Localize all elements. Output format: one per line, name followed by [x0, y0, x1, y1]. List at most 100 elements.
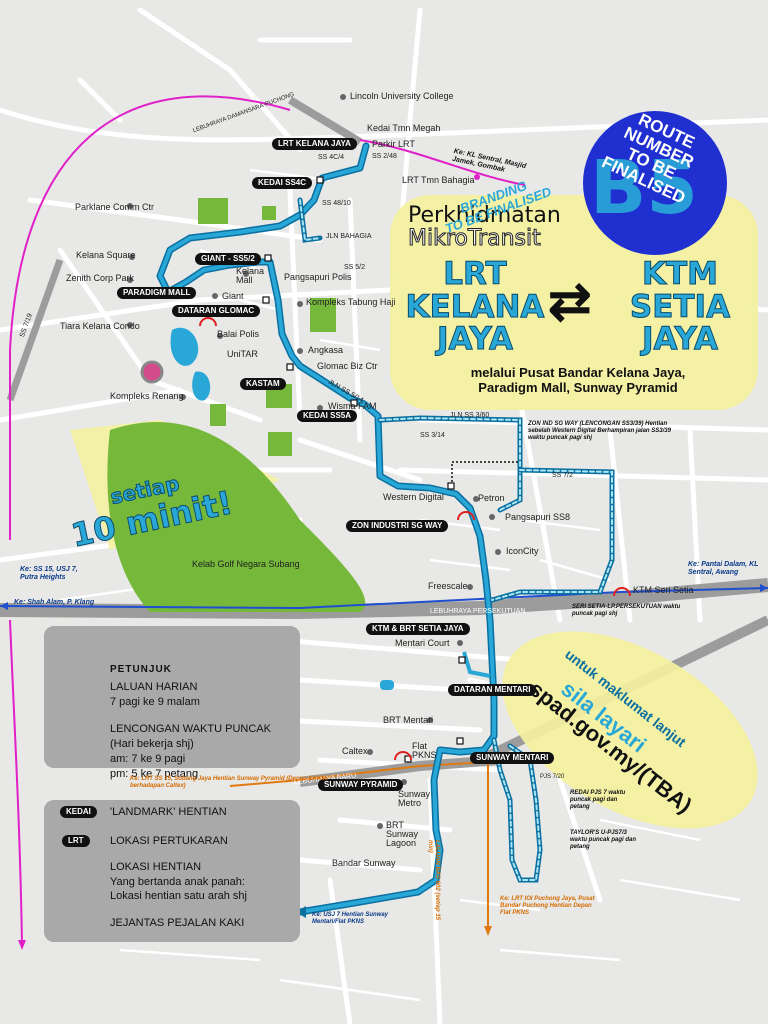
stop-sunway-pyramid[interactable]: SUNWAY PYRAMID	[318, 779, 404, 791]
stop-dataran-glomac[interactable]: DATARAN GLOMAC	[172, 305, 261, 317]
place-unitar: UniTAR	[227, 349, 258, 359]
stop-square-icon	[264, 254, 272, 262]
legend-transfer-label: LOKASI PERTUKARAN	[110, 835, 228, 847]
via-line-2: Paradigm Mall, Sunway Pyramid	[478, 379, 678, 395]
stop-kedai-ss5a[interactable]: KEDAI SS5A	[297, 410, 358, 422]
legend-title: PETUNJUK	[110, 664, 172, 675]
legend-oneway-2: Lokasi hentian satu arah shj	[110, 890, 247, 902]
place-parkir-lrt: Parkir LRT	[372, 139, 415, 149]
stop-dataran-mentari[interactable]: DATARAN MENTARI	[448, 684, 537, 696]
place-pangsapuri-polis: Pangsapuri Polis	[284, 272, 352, 282]
park-1	[198, 198, 228, 224]
legend-stop-label: LOKASI HENTIAN	[110, 861, 202, 873]
legend-peak-label: LENCONGAN WAKTU PUNCAK	[110, 723, 271, 735]
place-tiara: Tiara Kelana Condo	[60, 321, 140, 331]
highway-ss7	[6, 258, 64, 402]
place-flat-pkns: Flat PKNS	[412, 741, 437, 760]
road-persekutuan: LEBUHRAYA PERSEKUTUAN	[430, 608, 526, 615]
stop-zon-industri[interactable]: ZON INDUSTRI SG WAY	[346, 520, 449, 532]
note-redai: REDAI PJS 7 waktu puncak pagi dan petang	[570, 790, 626, 810]
park-5	[268, 432, 292, 456]
bus-line	[229, 760, 489, 930]
legend-transfer-tag: LRT	[62, 835, 90, 847]
stop-markers	[262, 176, 466, 763]
peak-detour-routes	[297, 197, 615, 883]
pedestrian-bridge-icon	[394, 751, 412, 761]
legend-daily-label: LALUAN HARIAN	[110, 681, 198, 693]
legend-routes	[44, 626, 300, 768]
destination-label: KTM SETIA JAYA	[615, 257, 745, 358]
stop-sunway-mentari[interactable]: SUNWAY MENTARI	[470, 752, 555, 764]
destination-line-2: SETIA	[629, 288, 731, 325]
road-jln-ss3-60: JLN SS 3/60	[450, 412, 490, 419]
park-3	[310, 298, 336, 332]
pond	[380, 680, 394, 690]
legend-peak-days: (Hari bekerja shj)	[110, 738, 194, 750]
bus-arrow-icon	[484, 926, 492, 936]
park-6	[210, 404, 226, 426]
legend-peak-pm: pm: 5 ke 7 petang	[110, 768, 199, 780]
ktm-arrow-left-icon	[0, 602, 8, 610]
note-taylor: TAYLOR'S U-PJS7/3 waktu puncak pagi dan …	[570, 830, 637, 850]
ktm-line	[0, 587, 768, 610]
legend-oneway-1: Yang bertanda anak panah:	[110, 876, 245, 888]
place-sunway-metro: Sunway Metro	[398, 789, 431, 808]
place-pangsapuri-ss8: Pangsapuri SS8	[505, 512, 571, 522]
highway-damansara	[287, 96, 363, 146]
place-iconcity: IconCity	[506, 546, 539, 556]
lake-1	[170, 327, 199, 366]
stop-kedai-ss4c[interactable]: KEDAI SS4C	[252, 177, 313, 189]
destination-line-3: JAYA	[641, 321, 719, 358]
legend-landmark-label: 'LANDMARK' HENTIAN	[110, 806, 227, 818]
note-lrt-ss15: Ke: LRT SS 15, Subang Jaya Hentian Sunwa…	[130, 776, 328, 789]
place-petron: Petron	[478, 493, 505, 503]
lrt-line	[359, 139, 526, 186]
place-giant: Giant	[222, 291, 244, 301]
origin-line-3: JAYA	[436, 321, 514, 358]
transfer-dot-icon	[474, 174, 480, 180]
legend-daily-hours: 7 pagi ke 9 malam	[110, 696, 200, 708]
place-glomac-biz: Glomac Biz Ctr	[317, 361, 378, 371]
dotted-connector	[451, 461, 520, 486]
road-ss4c4: SS 4C/4	[318, 154, 345, 161]
place-zenith: Zenith Corp Park	[66, 273, 135, 283]
pedestrian-bridge-icon	[613, 587, 631, 597]
via-text: melalui Pusat Bandar Kelana Jaya, Paradi…	[438, 365, 718, 396]
place-western-digital: Western Digital	[383, 492, 444, 502]
lrt-line-south	[9, 619, 23, 946]
service-title: Perkhidmatan	[408, 203, 561, 228]
place-angkasa: Angkasa	[308, 345, 344, 355]
road-ss5-2: SS 5/2	[344, 264, 366, 271]
note-usj7: Ke: USJ 7 Hentian Sunway Mentari/Flat PK…	[312, 912, 389, 925]
stop-kastam[interactable]: KASTAM	[240, 378, 286, 390]
place-lrt-tmn-bahagia: LRT Tmn Bahagia	[402, 175, 475, 185]
stop-ktm-brt-setia[interactable]: KTM & BRT SETIA JAYA	[366, 623, 470, 635]
note-shah-alam: Ke: Shah Alam, P. Klang	[14, 599, 95, 606]
pedestrian-bridge-icon	[199, 317, 217, 327]
road-jln-bahagia: JLN BAHAGIA	[326, 233, 372, 240]
place-bandar-sunway: Bandar Sunway	[332, 858, 396, 868]
legend-bridge-label: JEJANTAS PEJALAN KAKI	[110, 917, 245, 929]
park-2	[262, 206, 276, 220]
stop-lrt-kelana-jaya[interactable]: LRT KELANA JAYA	[272, 138, 357, 150]
legend-peak-am: am: 7 ke 9 pagi	[110, 753, 186, 765]
lake-2	[192, 371, 211, 401]
place-balai-polis: Balai Polis	[217, 329, 260, 339]
place-kelana-square: Kelana Square	[76, 250, 136, 260]
stop-paradigm-mall[interactable]: PARADIGM MALL	[117, 287, 197, 299]
route-end-arrow-icon	[296, 906, 306, 918]
svg-text:B5: B5	[590, 145, 698, 231]
minor-roads	[59, 168, 741, 1002]
via-line-1: melalui Pusat Bandar Kelana Jaya,	[470, 365, 686, 380]
info-highlight-zone	[502, 631, 758, 829]
place-kompleks-renang: Kompleks Renang	[110, 391, 184, 401]
service-brand: MikroTransit	[408, 226, 542, 252]
place-lincoln: Lincoln University College	[350, 91, 454, 101]
place-caltex: Caltex	[342, 746, 368, 756]
origin-line-2: KELANA	[405, 288, 545, 325]
note-ss15: Ke: SS 15, USJ 7, Putra Heights	[20, 566, 78, 582]
note-pantai-dalam: Ke: Pantai Dalam, KL Sentral, Awang	[688, 561, 759, 577]
lrt-arrow-down-icon	[18, 940, 26, 950]
stop-giant-ss52[interactable]: GIANT - SS5/2	[195, 253, 261, 265]
